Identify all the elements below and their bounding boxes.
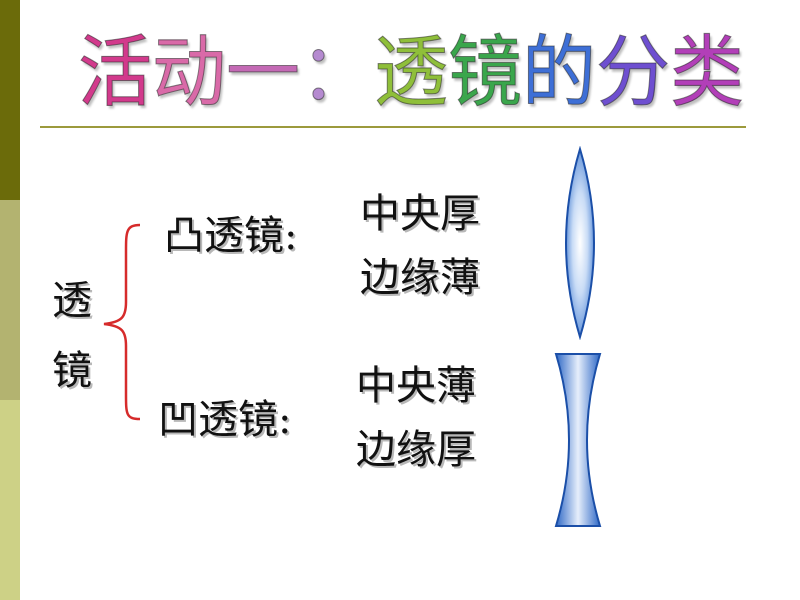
title-char: 透 [374,27,449,118]
title-char: 的 [522,27,597,118]
side-label-top: 透 [52,278,92,324]
concave-desc-line1: 中央薄 [356,363,476,409]
convex-lens-icon [565,146,595,340]
concave-desc-line2: 边缘厚 [356,427,476,473]
slide-title: 活动一：透镜的分类 [78,20,745,125]
title-char: ： [300,27,375,118]
brace-icon [103,223,141,421]
convex-lens-label: 凸透镜: [164,213,298,259]
title-char: 动 [152,27,227,118]
title-char: 一 [226,27,301,118]
title-char: 分 [596,27,671,118]
convex-desc-line1: 中央厚 [360,191,480,237]
title-char: 类 [670,27,745,118]
concave-lens-icon [554,353,602,527]
convex-desc-line2: 边缘薄 [360,255,480,301]
title-divider [40,126,746,128]
left-decor-bar [0,0,20,600]
left-bar-segment-mid [0,200,20,400]
title-char: 镜 [448,27,523,118]
left-bar-segment-light [0,400,20,600]
title-char: 活 [78,27,153,118]
side-label-bottom: 镜 [52,348,92,394]
left-bar-segment-dark [0,0,20,200]
concave-lens-label: 凹透镜: [158,397,292,443]
